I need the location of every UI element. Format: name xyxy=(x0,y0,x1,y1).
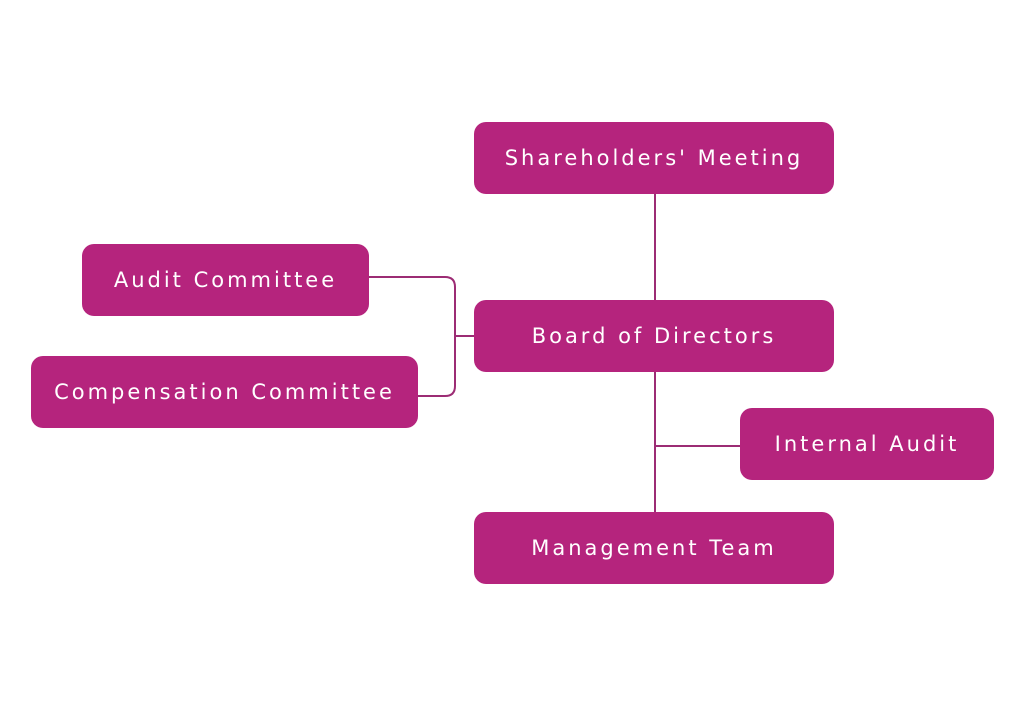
node-shareholders-meeting: Shareholders' Meeting xyxy=(474,122,834,194)
node-label: Management Team xyxy=(531,536,777,560)
node-label: Board of Directors xyxy=(531,324,777,348)
node-audit-committee: Audit Committee xyxy=(82,244,369,316)
node-board-of-directors: Board of Directors xyxy=(474,300,834,372)
node-label: Audit Committee xyxy=(113,268,338,292)
node-internal-audit: Internal Audit xyxy=(740,408,994,480)
node-label: Compensation Committee xyxy=(54,380,395,404)
node-management-team: Management Team xyxy=(474,512,834,584)
node-label: Internal Audit xyxy=(774,432,960,456)
node-label: Shareholders' Meeting xyxy=(504,146,804,170)
node-compensation-committee: Compensation Committee xyxy=(31,356,418,428)
